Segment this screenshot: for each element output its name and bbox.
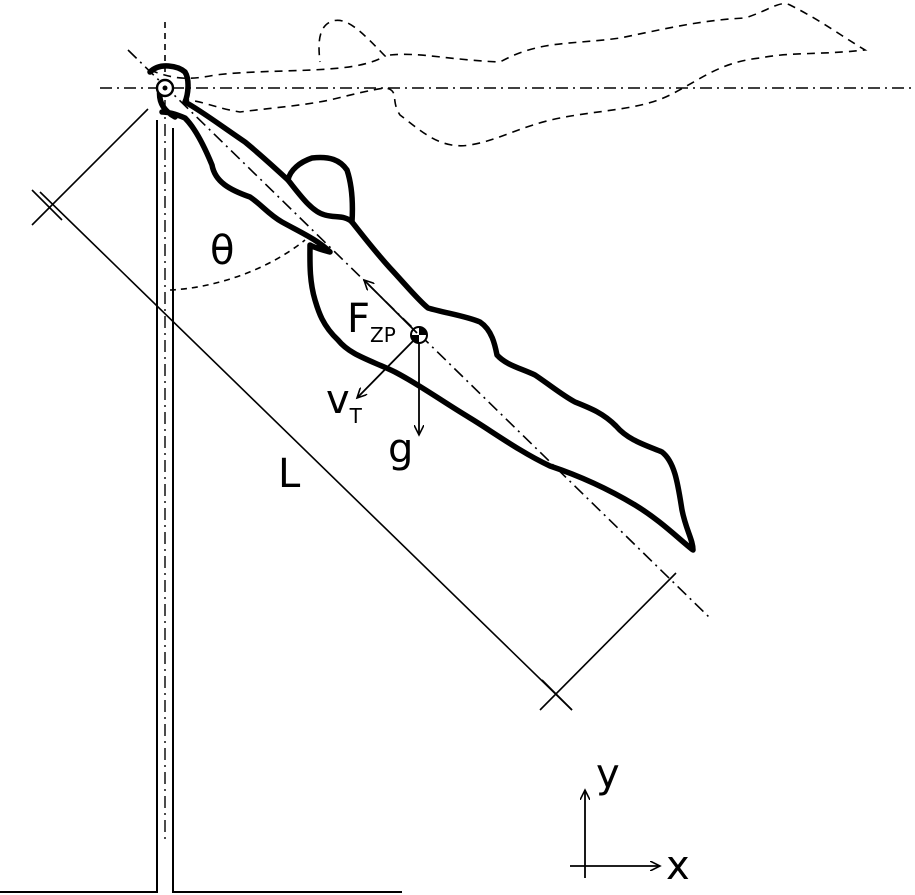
tangential-velocity-subscript: T [349,404,363,428]
length-label: L [278,451,301,497]
gymnast-arm-line [285,177,355,225]
theta-label: θ [210,228,234,274]
axis-y-label: y [596,751,620,797]
centripetal-force-symbol: F [347,296,370,342]
length-dimension [31,108,677,711]
gymnast-previous-position [149,2,868,147]
gravity-label: g [388,426,413,472]
support-post [0,100,402,893]
theta-angle-arc [169,239,306,291]
centripetal-force-subscript: ZP [370,323,396,347]
axis-x-label: x [666,843,690,889]
gymnast-body-outline [147,63,696,553]
tangential-velocity-symbol: v [326,377,350,423]
coordinate-axes [570,790,660,878]
centripetal-force-label: FZP [347,296,396,347]
centripetal-force-arrow [364,280,418,334]
pivot-bar-icon [155,78,175,98]
body-axis-line [127,49,711,619]
tangential-velocity-arrow [357,337,417,398]
tangential-velocity-label: vT [326,377,363,428]
